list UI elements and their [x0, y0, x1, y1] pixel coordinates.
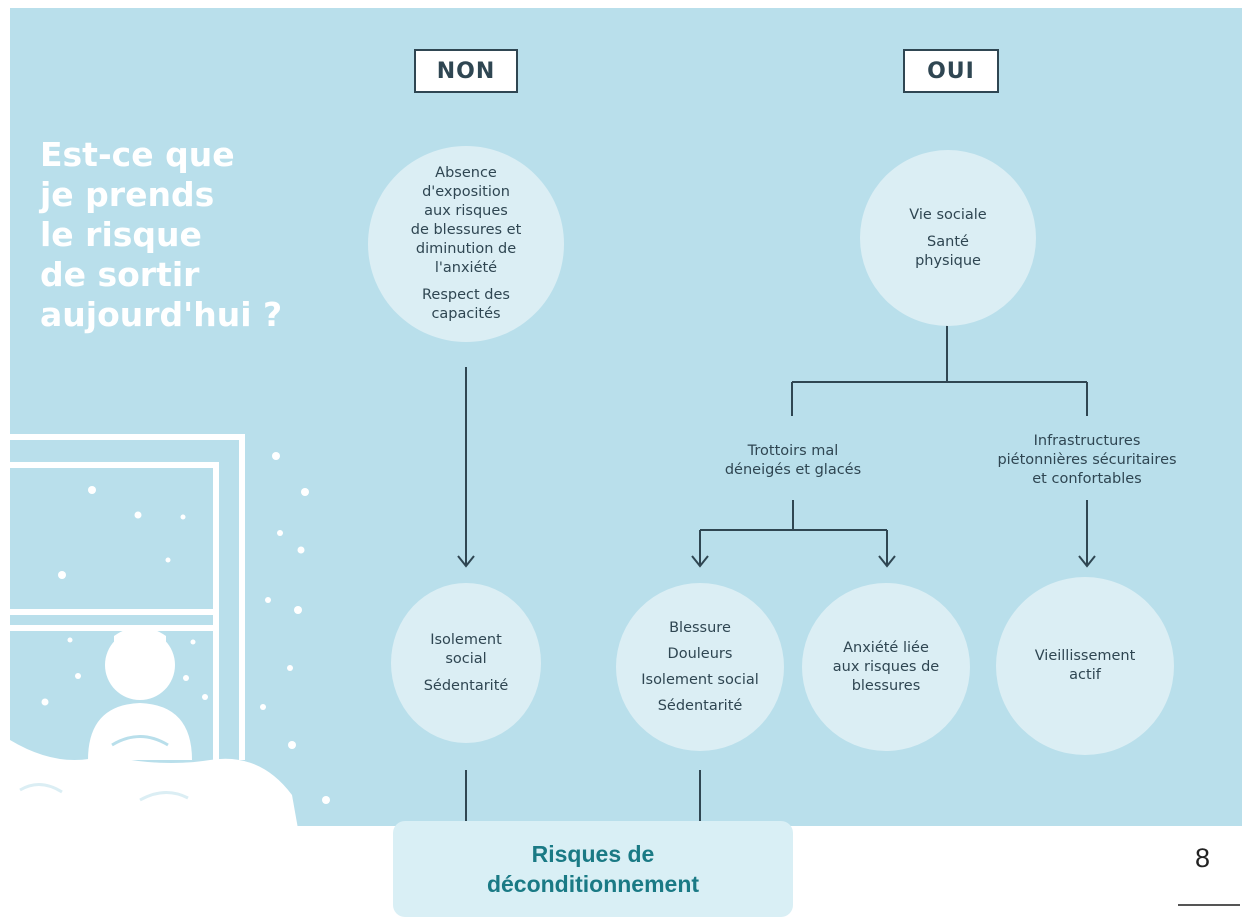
circle-text: blessures: [851, 677, 921, 694]
label-text: Trottoirs mal: [747, 443, 839, 459]
main-question: Est-ce que je prends le risque de sortir…: [40, 135, 340, 335]
circle-text: Blessure: [669, 620, 731, 636]
label-text: piétonnières sécuritaires: [997, 452, 1177, 468]
person-figure: [88, 627, 192, 760]
question-line: le risque: [40, 215, 202, 254]
arrowhead-anxiete: [878, 555, 896, 568]
circle-text: Douleurs: [667, 646, 733, 662]
circle-text: social: [445, 650, 487, 667]
circle-text: Respect des: [422, 287, 510, 303]
label-text: et confortables: [1032, 471, 1142, 487]
condition-bad-label: Trottoirs mal déneigés et glacés: [693, 442, 893, 480]
circle-text: l'anxiété: [434, 260, 498, 276]
circle-text: Vie sociale: [909, 206, 987, 223]
circle-text: diminution de: [415, 241, 517, 257]
question-line: de sortir: [40, 255, 200, 294]
circle-text: physique: [915, 252, 981, 269]
circle-text: capacités: [431, 306, 501, 322]
circle-text: Anxiété liée: [843, 639, 929, 656]
question-line: Est-ce que: [40, 135, 235, 174]
circle-text: Vieillissement: [1034, 648, 1136, 664]
circle-text: Isolement social: [641, 672, 759, 688]
circle-text: d'exposition: [422, 184, 510, 200]
circle-text: aux risques: [424, 203, 508, 219]
page-number: 8: [1195, 843, 1211, 873]
label-text: Infrastructures: [1033, 433, 1141, 449]
yes-benefit-circle: Vie sociale Santé physique: [860, 150, 1036, 326]
arrowhead-blessure: [691, 555, 709, 568]
deconditioning-risk-box: Risques de déconditionnement: [393, 821, 793, 917]
circle-text: Santé: [927, 233, 969, 250]
no-benefit-circle: Absence d'exposition aux risques de bles…: [368, 146, 564, 342]
page-number-underline: [1178, 904, 1240, 906]
question-line: aujourd'hui ?: [40, 295, 283, 334]
label-text: déneigés et glacés: [724, 462, 862, 478]
question-line: je prends: [40, 175, 215, 214]
arrowhead-vieillissement: [1078, 555, 1096, 568]
anxiety-outcome-circle: Anxiété liée aux risques de blessures: [802, 583, 970, 751]
circle-text: Sédentarité: [423, 677, 509, 694]
condition-good-label: Infrastructures piétonnières sécuritaire…: [967, 432, 1207, 489]
active-aging-circle: Vieillissement actif: [996, 577, 1174, 755]
circle-text: aux risques de: [832, 658, 940, 675]
yes-header-box: OUI: [903, 49, 999, 93]
no-outcome-circle: Isolement social Sédentarité: [391, 583, 541, 743]
injury-outcome-circle: Blessure Douleurs Isolement social Séden…: [616, 583, 784, 751]
circle-text: actif: [1069, 667, 1101, 683]
circle-text: Sédentarité: [657, 698, 743, 714]
arrowhead-non: [457, 555, 475, 568]
result-text: Risques de: [531, 841, 655, 867]
circle-text: Isolement: [430, 631, 502, 648]
circle-text: de blessures et: [410, 222, 522, 238]
no-header-box: NON: [414, 49, 518, 93]
result-text: déconditionnement: [486, 871, 700, 897]
circle-text: Absence: [435, 165, 497, 181]
